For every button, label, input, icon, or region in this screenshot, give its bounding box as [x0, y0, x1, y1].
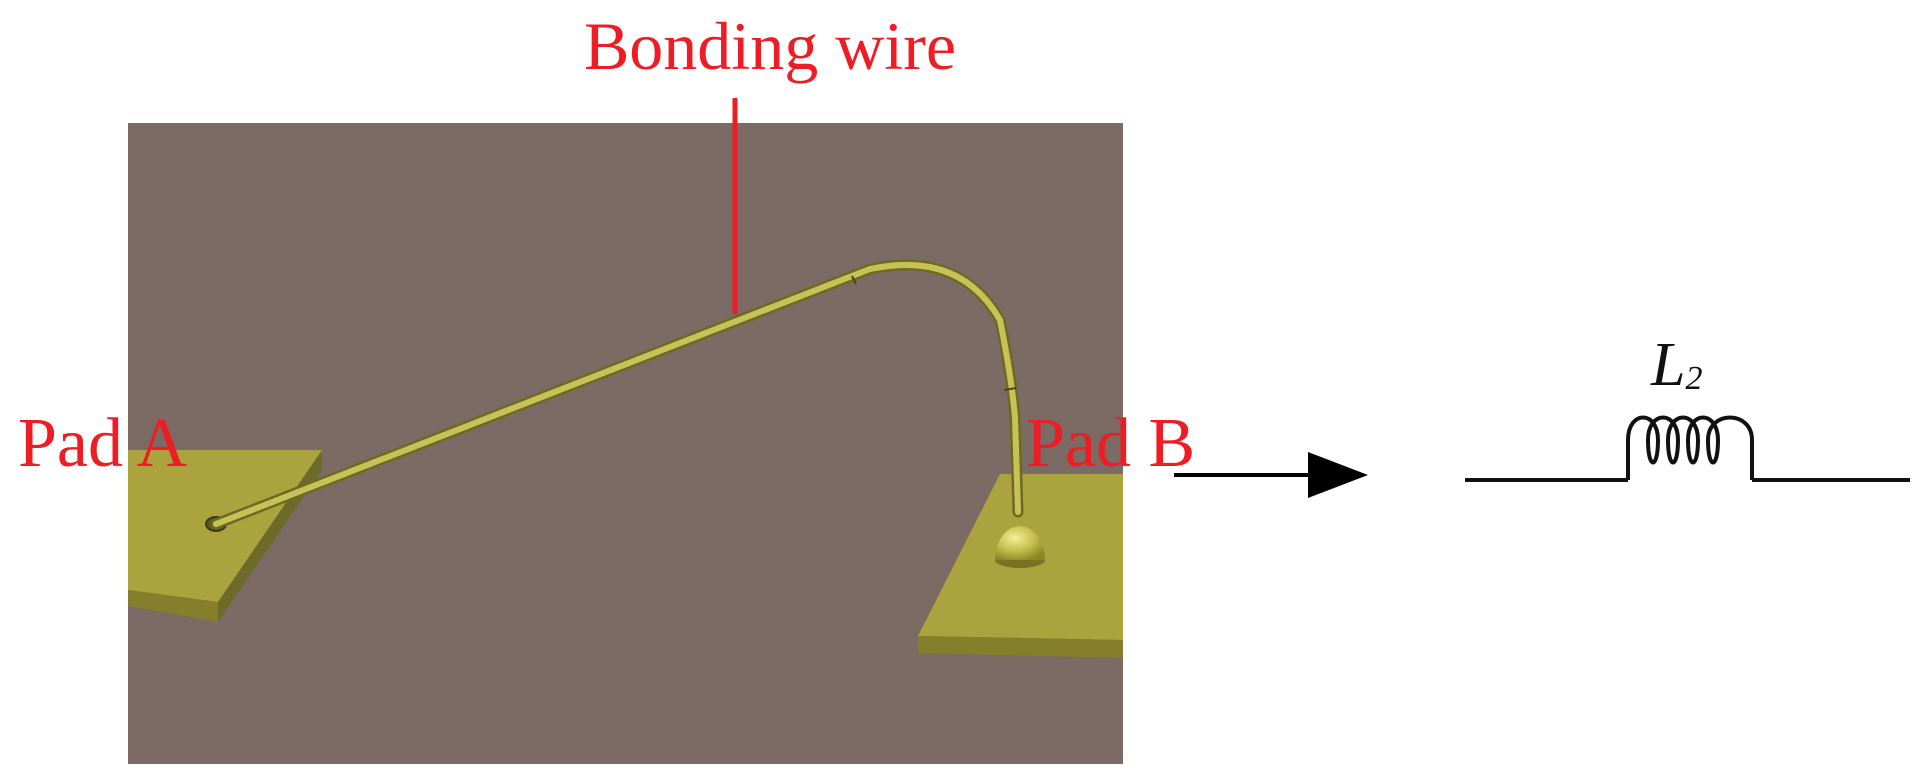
- bonding-wire-label: Bonding wire: [584, 8, 956, 84]
- inductor-symbol: [1465, 415, 1910, 482]
- inductor-label: L2: [1650, 331, 1702, 399]
- bonding-wire: [210, 259, 1024, 530]
- substrate: [128, 123, 1123, 764]
- inductor-label-symbol: L: [1650, 331, 1685, 399]
- equivalence-arrow: [1174, 452, 1368, 498]
- pad-a-label: Pad A: [18, 405, 188, 482]
- pad-b-label: Pad B: [1026, 405, 1195, 482]
- ball-bond: [995, 526, 1045, 568]
- inductor-label-subscript: 2: [1685, 360, 1702, 397]
